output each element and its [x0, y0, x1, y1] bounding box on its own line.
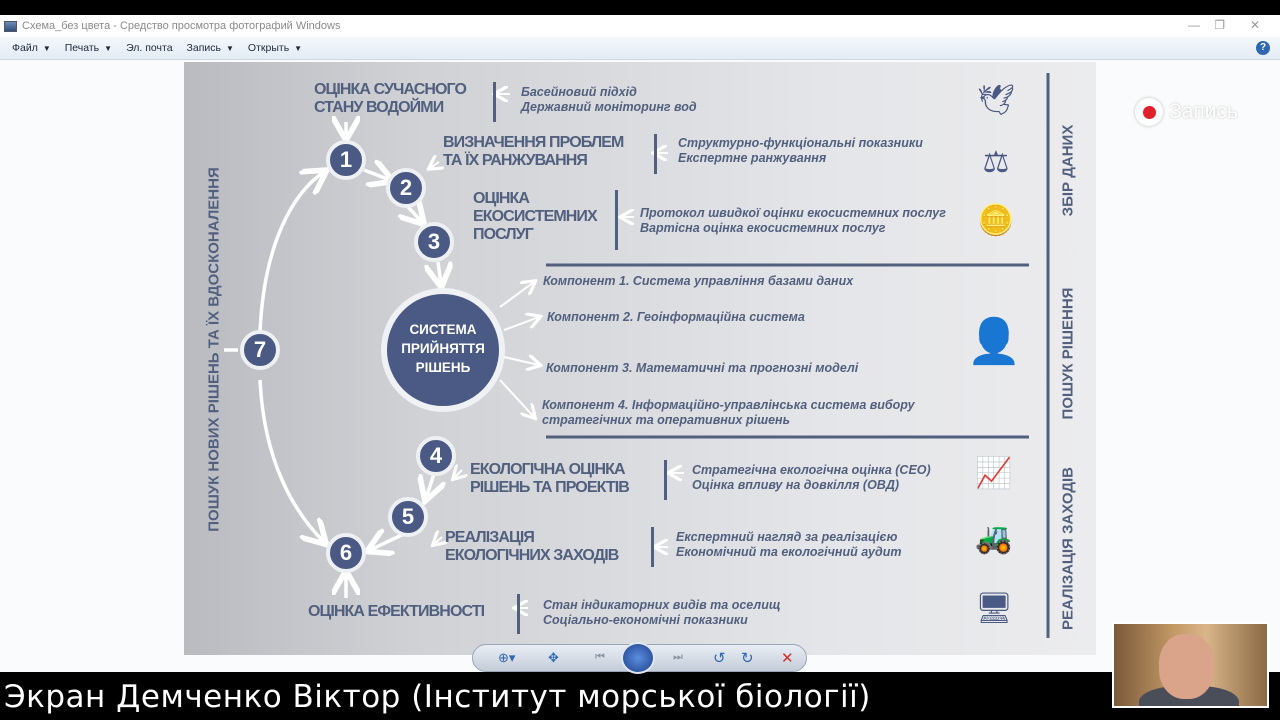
- step-3-item: Протокол швидкої оцінки екосистемних пос…: [640, 206, 946, 220]
- menu-label: Печать: [64, 42, 100, 54]
- step-7-circle: 7: [240, 330, 280, 370]
- component-2: Компонент 2. Геоінформаційна система: [547, 310, 805, 324]
- menu-label: Запись: [186, 42, 221, 54]
- chevron-down-icon: ▼: [104, 43, 113, 53]
- menu-label: Открыть: [247, 42, 290, 54]
- divider: [493, 82, 496, 122]
- step-6-item: Соціально-економічні показники: [543, 613, 748, 627]
- step-5-circle: 5: [388, 497, 428, 537]
- minimize-button[interactable]: —: [1188, 18, 1200, 32]
- step-1-circle: 1: [326, 140, 366, 180]
- chevron-down-icon: ▼: [42, 43, 51, 53]
- delete-icon[interactable]: ✕: [781, 650, 794, 667]
- step-3-item: Вартісна оцінка екосистемних послуг: [640, 221, 886, 235]
- decision-system-center: СИСТЕМА ПРИЙНЯТТЯ РІШЕНЬ: [401, 322, 485, 375]
- thinking-person-icon: 👤: [966, 317, 1022, 366]
- rotate-right-icon[interactable]: ↻: [741, 650, 754, 667]
- next-icon[interactable]: ⏭: [673, 651, 683, 663]
- presentation-icon: 📈: [975, 457, 1013, 490]
- menu-label: Эл. почта: [126, 42, 173, 54]
- monitor-chart-icon: 🖥: [974, 592, 1014, 625]
- step-4-circle: 4: [416, 436, 456, 476]
- app-icon: [4, 20, 17, 32]
- menu-email[interactable]: Эл. почта: [126, 42, 172, 54]
- left-cycle-label: ПОШУК НОВИХ РІШЕНЬ ТА ЇХ ВДОСКОНАЛЕННЯ: [205, 167, 223, 532]
- divider: [615, 190, 618, 250]
- step-5-title: РЕАЛІЗАЦІЯ ЕКОЛОГІЧНИХ ЗАХОДІВ: [445, 529, 619, 564]
- record-indicator: Запись: [1135, 98, 1238, 126]
- viewer-toolbar: ⊕▾ ✥ ⏮ ⏭ ↺ ↻ ✕: [472, 642, 807, 674]
- chevron-down-icon: ▼: [294, 43, 303, 53]
- divider: [664, 460, 667, 500]
- divider: [654, 134, 657, 174]
- step-3-circle: 3: [414, 222, 454, 262]
- excavator-icon: 🚜: [975, 522, 1013, 555]
- divider: [517, 594, 520, 634]
- divider: [651, 527, 654, 567]
- birds-icon: 🕊: [976, 84, 1016, 117]
- step-2-title: ВИЗНАЧЕННЯ ПРОБЛЕМ ТА ЇХ РАНЖУВАННЯ: [443, 134, 624, 169]
- record-icon: [1135, 98, 1163, 126]
- component-4-cont: стратегічних та оперативних рішень: [542, 413, 791, 427]
- record-label: Запись: [1169, 100, 1238, 123]
- scales-icon: ⚖: [982, 146, 1010, 179]
- step-2-circle: 2: [386, 168, 426, 208]
- step-1-item: Державний моніторинг вод: [521, 100, 697, 114]
- menu-bar: Файл ▼ Печать ▼ Эл. почта Запись ▼ Открыть ▼…: [0, 37, 1280, 60]
- step-4-title: ЕКОЛОГІЧНА ОЦІНКА РІШЕНЬ ТА ПРОЕКТІВ: [470, 461, 630, 496]
- zoom-icon[interactable]: ⊕▾: [498, 650, 516, 665]
- close-button[interactable]: ✕: [1249, 18, 1260, 32]
- chevron-down-icon: ▼: [226, 43, 234, 53]
- step-6-item: Стан індикаторних видів та оселищ: [543, 598, 781, 612]
- step-3-title: ОЦІНКА ЕКОСИСТЕМНИХ ПОСЛУГ: [473, 190, 598, 243]
- coins-icon: 🪙: [977, 204, 1015, 237]
- person-face: [1159, 634, 1214, 699]
- component-4: Компонент 4. Інформаційно-управлінська с…: [542, 398, 915, 412]
- diagram-arrows: [224, 73, 1050, 638]
- step-6-circle: 6: [326, 533, 366, 573]
- screen-share-caption: Экран Демченко Віктор (Інститут морської…: [0, 675, 870, 720]
- menu-label: Файл: [12, 42, 38, 54]
- previous-icon[interactable]: ⏮: [595, 651, 605, 663]
- step-1-title: ОЦІНКА СУЧАСНОГО СТАНУ ВОДОЙМИ: [314, 81, 467, 116]
- fit-window-icon[interactable]: ✥: [548, 650, 559, 665]
- step-5-item: Економічний та екологічний аудит: [676, 545, 902, 559]
- menu-burn[interactable]: Запись ▼: [187, 42, 234, 54]
- step-1-item: Басейновий підхід: [521, 85, 637, 99]
- step-4-item: Оцінка впливу на довкілля (ОВД): [692, 478, 900, 492]
- diagram-image: ПОШУК НОВИХ РІШЕНЬ ТА ЇХ ВДОСКОНАЛЕННЯ 1…: [184, 62, 1096, 655]
- step-6-title: ОЦІНКА ЕФЕКТИВНОСТІ: [308, 603, 485, 620]
- menu-print[interactable]: Печать ▼: [65, 42, 112, 54]
- step-4-item: Стратегічна екологічна оцінка (СЕО): [692, 463, 931, 477]
- restore-button[interactable]: ❐: [1214, 18, 1225, 32]
- webcam-preview: [1112, 622, 1269, 708]
- rotate-left-icon[interactable]: ↺: [713, 650, 726, 667]
- phase-implementation: РЕАЛІЗАЦІЯ ЗАХОДІВ: [1059, 466, 1077, 631]
- menu-file[interactable]: Файл ▼: [12, 42, 51, 54]
- window-title: Схема_без цвета - Средство просмотра фот…: [22, 20, 341, 32]
- help-icon[interactable]: ?: [1256, 41, 1270, 55]
- step-5-item: Експертний нагляд за реалізацією: [676, 530, 898, 544]
- menu-open[interactable]: Открыть ▼: [248, 42, 302, 54]
- step-2-item: Структурно-функціональні показники: [678, 136, 923, 150]
- phase-data-collection: ЗБІР ДАНИХ: [1059, 124, 1077, 217]
- slideshow-button[interactable]: [621, 642, 655, 674]
- component-3: Компонент 3. Математичні та прогнозні мо…: [546, 361, 859, 375]
- phase-solution-search: ПОШУК РІШЕННЯ: [1059, 287, 1077, 420]
- component-1: Компонент 1. Система управління базами д…: [543, 274, 854, 288]
- title-bar: Схема_без цвета - Средство просмотра фот…: [0, 15, 1280, 37]
- step-2-item: Експертне ранжування: [678, 151, 827, 165]
